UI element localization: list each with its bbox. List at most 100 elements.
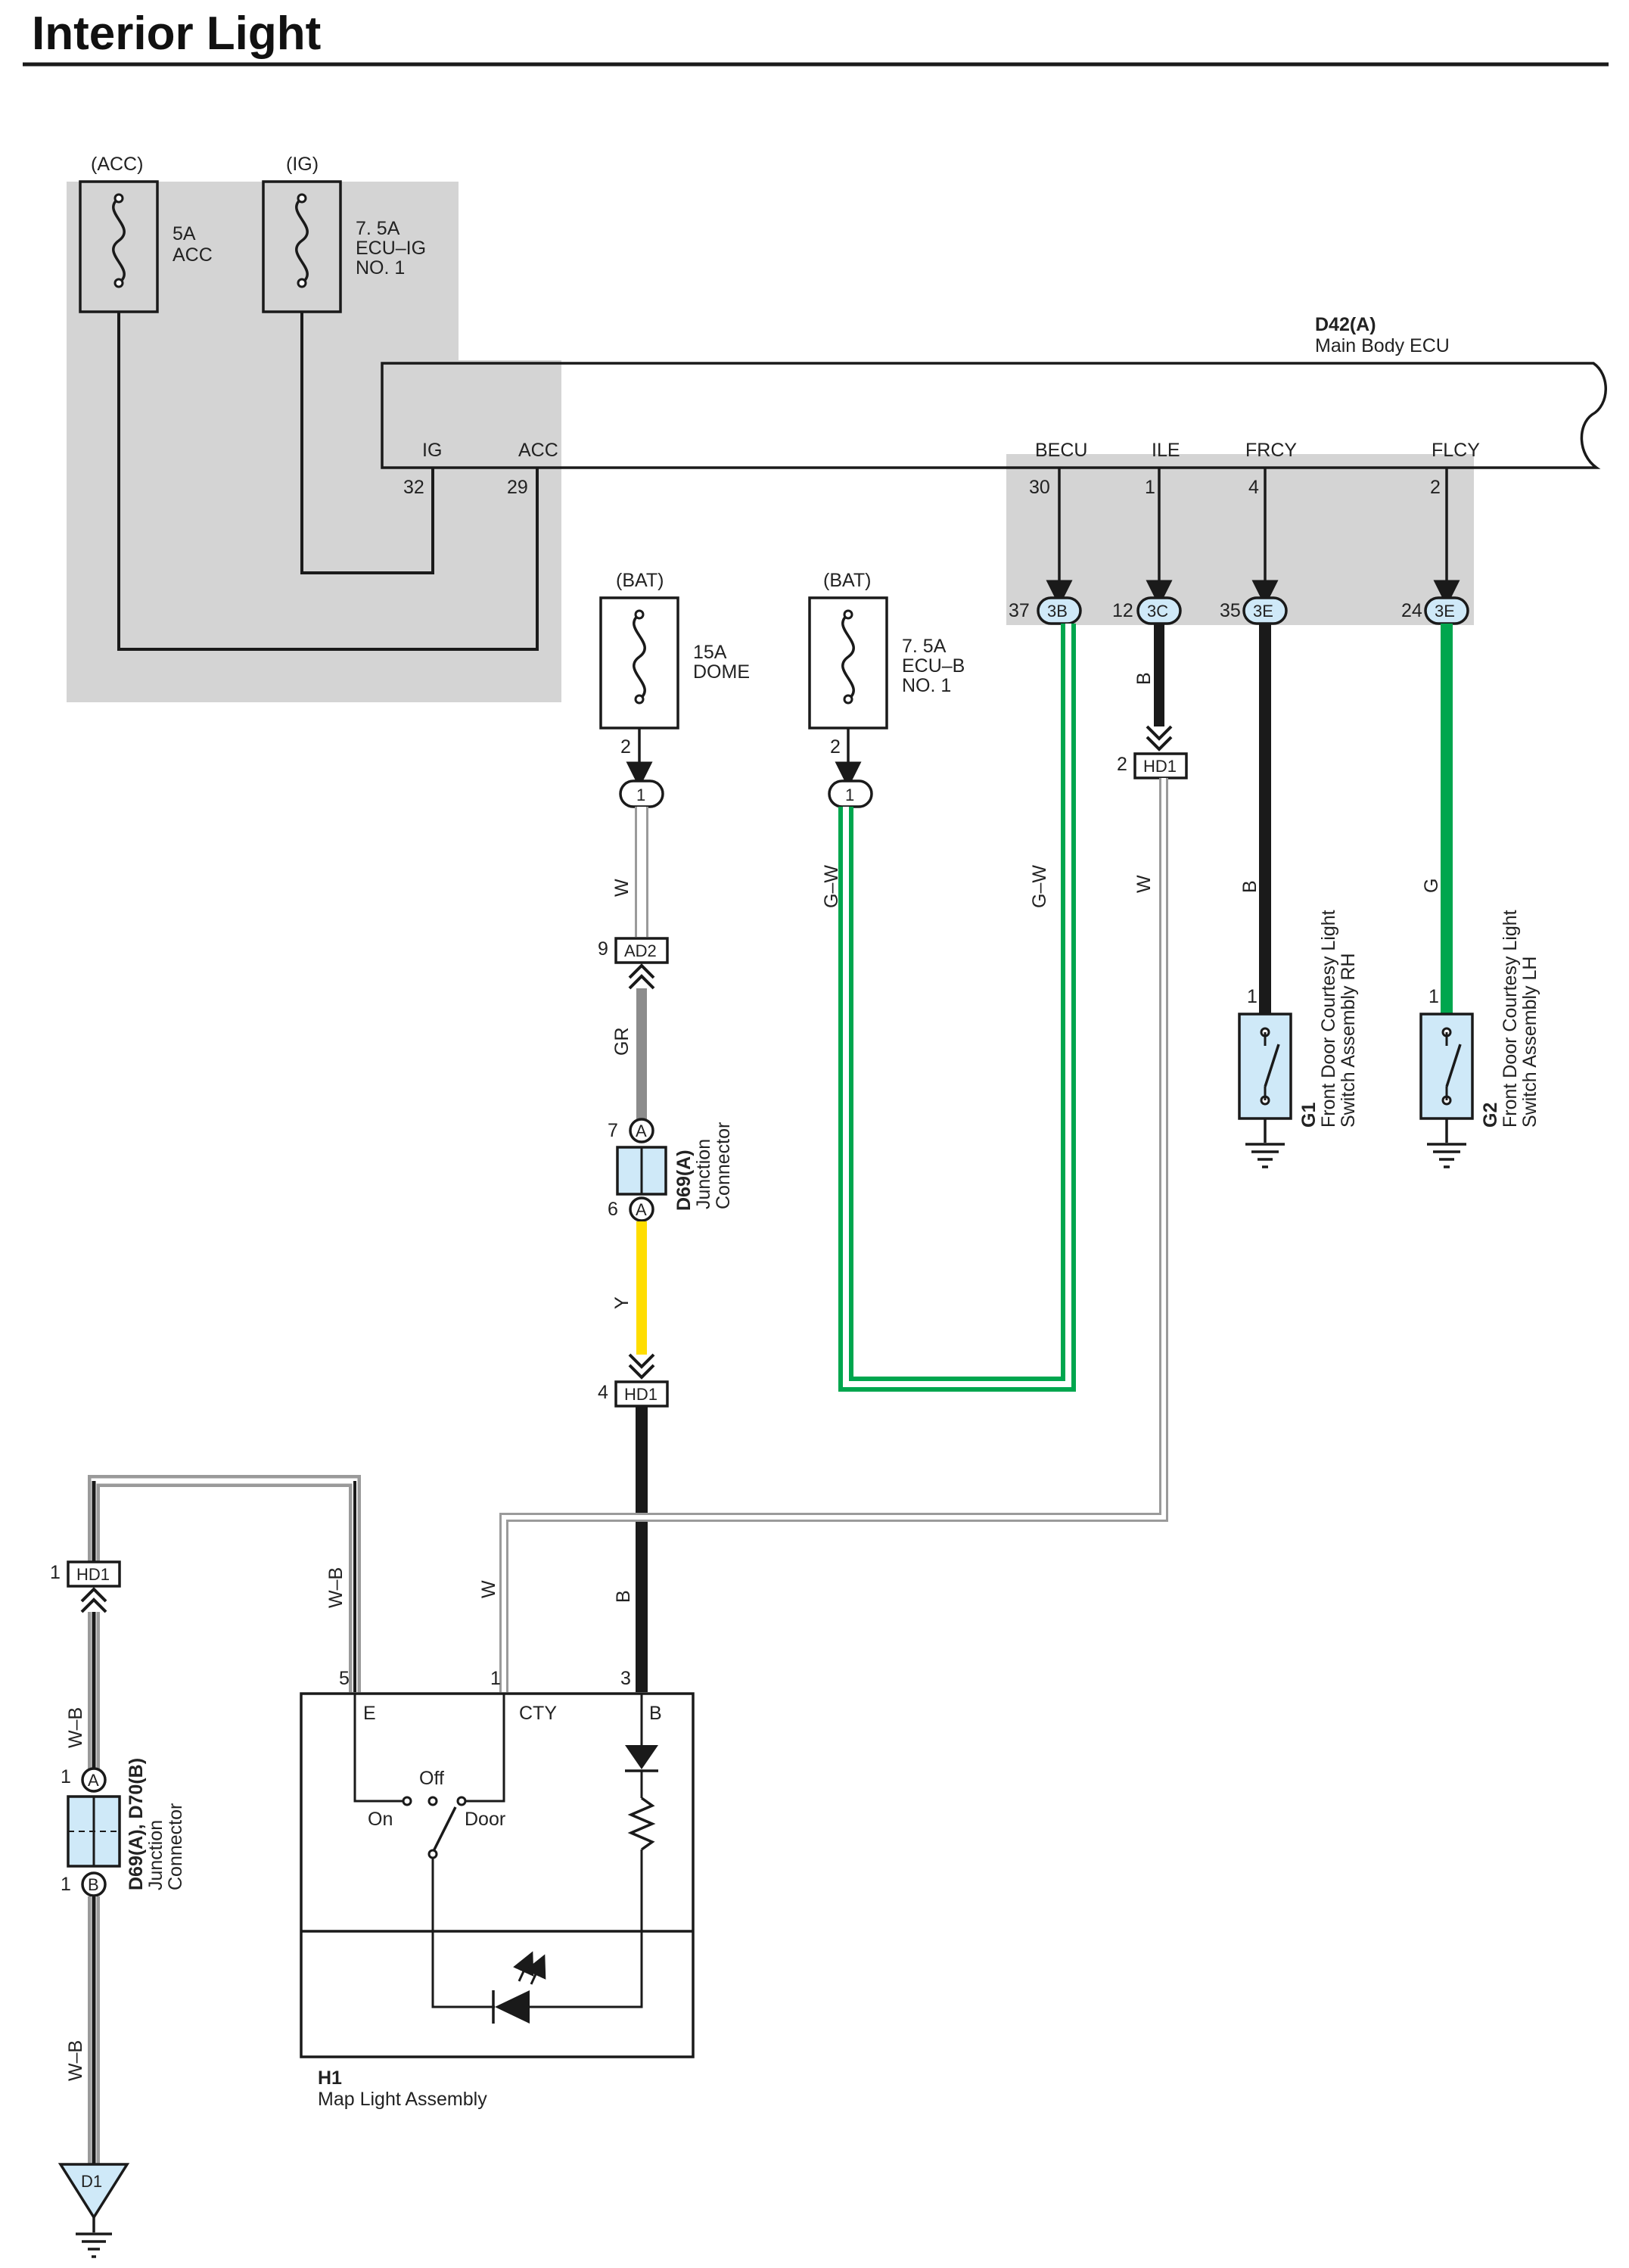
junction-d69-letter-top: A bbox=[636, 1122, 647, 1140]
ecu-body bbox=[381, 362, 1607, 469]
switch-on-contact bbox=[402, 1796, 412, 1806]
switch-g2-pin: 1 bbox=[1428, 986, 1439, 1007]
fuse-ig-rating: 7. 5A bbox=[356, 218, 400, 239]
junction-d69-desc1: Junction bbox=[693, 1139, 714, 1209]
led-icon bbox=[495, 1990, 530, 2024]
switch-g1-desc2: Switch Assembly RH bbox=[1338, 953, 1359, 1128]
wire-wb-e-label: W–B bbox=[325, 1567, 347, 1608]
conn-frcy-pin: 35 bbox=[1220, 600, 1241, 621]
gray-zone-ecu-right bbox=[1006, 454, 1474, 625]
conn-d1 bbox=[58, 2163, 130, 2220]
ecu-terminal-flcy: FLCY bbox=[1432, 440, 1480, 461]
conn-hd1-main-label: HD1 bbox=[624, 1385, 658, 1404]
junction-d69d70-desc2: Connector bbox=[165, 1803, 186, 1890]
fuse-ecub-source: (BAT) bbox=[823, 570, 871, 591]
wire-gw bbox=[838, 624, 1076, 1392]
conn-d1-label: D1 bbox=[81, 2172, 102, 2191]
fuse-ecub-rating: 7. 5A bbox=[902, 636, 947, 657]
wire-y-label: Y bbox=[611, 1296, 633, 1309]
junction-d69d70-pin-bottom: 1 bbox=[61, 1874, 71, 1895]
ecu-pin-ile: 1 bbox=[1145, 477, 1155, 498]
ecu-pin-ig: 32 bbox=[403, 477, 424, 498]
ecu-terminal-ig: IG bbox=[422, 440, 442, 461]
junction-d69-code: D69(A) bbox=[673, 1150, 695, 1211]
wire-wb-left-bottom-label: W–B bbox=[65, 2040, 86, 2081]
junction-d69-desc2: Connector bbox=[713, 1122, 734, 1209]
ecu-terminal-frcy: FRCY bbox=[1245, 440, 1297, 461]
map-light-terminal-e: E bbox=[363, 1703, 376, 1724]
wire-gw-right-label: G–W bbox=[1029, 865, 1050, 908]
switch-label-door: Door bbox=[465, 1809, 505, 1830]
conn-hd1-ile bbox=[1133, 752, 1188, 779]
switch-g1-code: G1 bbox=[1298, 1103, 1320, 1128]
fuse-acc-name: ACC bbox=[173, 244, 213, 266]
wire-w-cty-label: W bbox=[478, 1580, 499, 1598]
junction-d69-pin-bottom: 6 bbox=[608, 1199, 618, 1220]
diode-icon bbox=[625, 1745, 658, 1769]
fuse-dome-pin: 2 bbox=[620, 736, 631, 758]
conn-hd1-ile-label: HD1 bbox=[1143, 757, 1177, 776]
map-light-terminal-b: B bbox=[649, 1703, 662, 1724]
conn-ad2 bbox=[614, 937, 669, 964]
conn-hd1-left-label: HD1 bbox=[76, 1565, 110, 1584]
conn-ile-pin: 12 bbox=[1112, 600, 1133, 621]
conn-ile-label: 3C bbox=[1147, 602, 1168, 621]
junction-d69-letter-bottom: A bbox=[636, 1200, 647, 1219]
conn-flcy-label: 3E bbox=[1435, 602, 1455, 621]
wire-acc-to-ecu bbox=[117, 312, 539, 651]
map-light-terminal-cty: CTY bbox=[519, 1703, 557, 1724]
fuse-acc-symbol bbox=[112, 197, 126, 285]
wire-wb-left-top-label: W–B bbox=[65, 1707, 86, 1748]
conn-becu-pin: 37 bbox=[1009, 600, 1030, 621]
switch-label-on: On bbox=[368, 1809, 393, 1830]
map-light-assembly bbox=[300, 1692, 695, 2058]
wire-b-ile-label: B bbox=[1133, 672, 1155, 685]
junction-d69d70-desc1: Junction bbox=[145, 1820, 166, 1890]
wire-ig-to-ecu bbox=[300, 312, 434, 574]
switch-label-off: Off bbox=[419, 1768, 444, 1789]
wire-b-frcy-label: B bbox=[1239, 880, 1261, 893]
page-title: Interior Light bbox=[32, 8, 321, 60]
resistor-icon bbox=[627, 1797, 656, 1851]
switch-door-contact bbox=[456, 1796, 467, 1806]
map-light-code: H1 bbox=[318, 2067, 342, 2089]
conn-hd1-left-pin: 1 bbox=[50, 1562, 61, 1583]
ecu-code: D42(A) bbox=[1315, 314, 1376, 335]
map-light-pin-b: 3 bbox=[620, 1668, 631, 1689]
fuse-ecub-name: ECU–B bbox=[902, 655, 965, 677]
switch-g2-desc2: Switch Assembly LH bbox=[1519, 957, 1540, 1128]
wire-wb-top bbox=[88, 1475, 361, 1692]
fuse-acc-source: (ACC) bbox=[91, 154, 143, 175]
conn-frcy-label: 3E bbox=[1253, 602, 1273, 621]
ecu-name: Main Body ECU bbox=[1315, 335, 1450, 356]
map-light-name: Map Light Assembly bbox=[318, 2089, 487, 2110]
fuse-ecub-terminal: 1 bbox=[845, 786, 854, 804]
wire-w-dome-label: W bbox=[611, 879, 633, 897]
conn-hd1-ile-pin: 2 bbox=[1117, 754, 1127, 775]
switch-g2-desc1: Front Door Courtesy Light bbox=[1500, 910, 1521, 1128]
wire-g-flcy-label: G bbox=[1421, 879, 1442, 893]
ecu-pin-acc: 29 bbox=[507, 477, 528, 498]
junction-d69d70-letter-bottom: B bbox=[88, 1875, 99, 1894]
switch-g1-pin: 1 bbox=[1247, 986, 1258, 1007]
conn-flcy-pin: 24 bbox=[1401, 600, 1422, 621]
ecu-pin-flcy: 2 bbox=[1430, 477, 1441, 498]
ecu-terminal-acc: ACC bbox=[518, 440, 558, 461]
ecu-terminal-becu: BECU bbox=[1035, 440, 1087, 461]
fuse-ig-name2: NO. 1 bbox=[356, 257, 405, 278]
light-emit-icon bbox=[513, 1951, 534, 1982]
switch-off-contact bbox=[427, 1796, 438, 1806]
ecu-pin-becu: 30 bbox=[1029, 477, 1050, 498]
conn-hd1-left bbox=[67, 1560, 121, 1588]
fuse-ig-name: ECU–IG bbox=[356, 238, 426, 259]
wire-w-ile-label: W bbox=[1133, 875, 1155, 893]
wire-gw-left-label: G–W bbox=[821, 865, 842, 908]
conn-hd1-main-pin: 4 bbox=[598, 1382, 608, 1403]
wire-b-map-label: B bbox=[613, 1590, 634, 1603]
ecu-pin-frcy: 4 bbox=[1248, 477, 1259, 498]
fuse-acc-rating: 5A bbox=[173, 223, 196, 244]
map-light-pin-cty: 1 bbox=[490, 1668, 501, 1689]
junction-d69d70-pin-top: 1 bbox=[61, 1766, 71, 1787]
fuse-dome-rating: 15A bbox=[693, 642, 727, 663]
